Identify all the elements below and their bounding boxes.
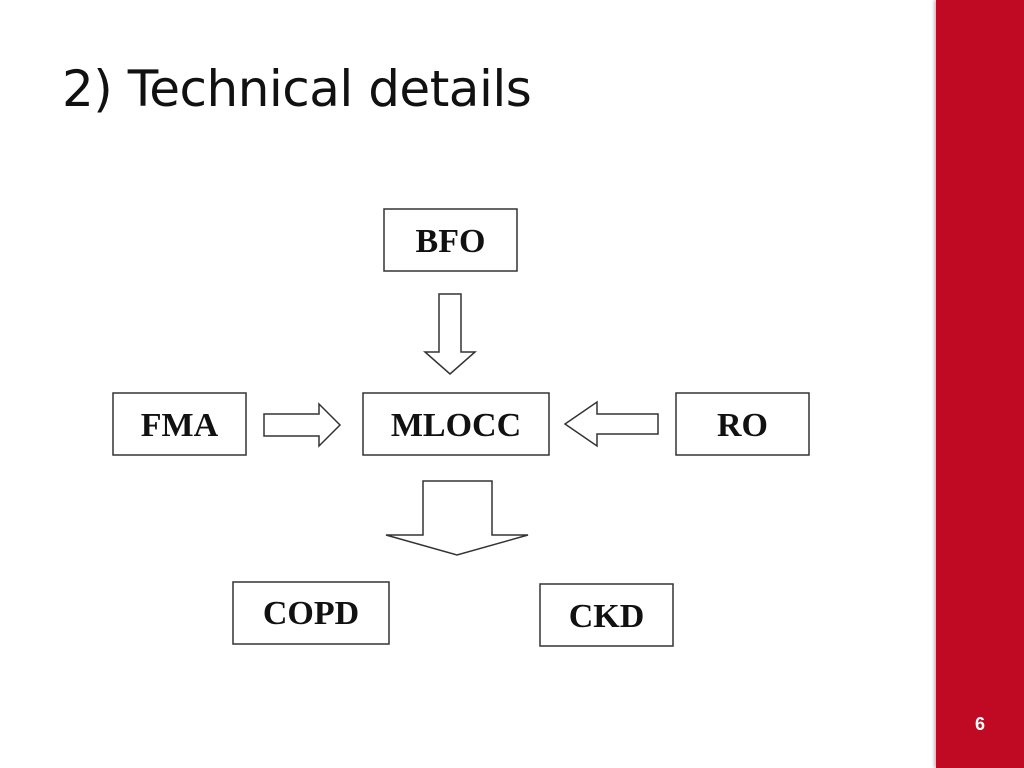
arrow-bfo-to-mlocc (423, 293, 477, 375)
node-fma-label: FMA (141, 407, 219, 444)
node-bfo-label: BFO (416, 223, 486, 260)
arrow-fma-to-mlocc (263, 402, 342, 448)
node-mlocc-label: MLOCC (391, 407, 521, 444)
accent-side-bar (936, 0, 1024, 768)
page-number: 6 (974, 714, 985, 734)
node-ckd-label: CKD (569, 598, 645, 635)
arrow-mlocc-to-outcomes (385, 480, 529, 556)
slide-title: 2) Technical details (62, 60, 532, 118)
node-ro-label: RO (717, 407, 768, 444)
ontology-diagram: BFO FMA MLOCC RO COPD (112, 208, 810, 647)
arrow-ro-to-mlocc (563, 400, 659, 448)
node-ro: RO (675, 392, 810, 456)
node-fma: FMA (112, 392, 247, 456)
node-mlocc: MLOCC (362, 392, 550, 456)
node-copd-label: COPD (263, 595, 359, 632)
node-bfo: BFO (383, 208, 518, 272)
node-copd: COPD (232, 581, 390, 645)
node-ckd: CKD (539, 583, 674, 647)
